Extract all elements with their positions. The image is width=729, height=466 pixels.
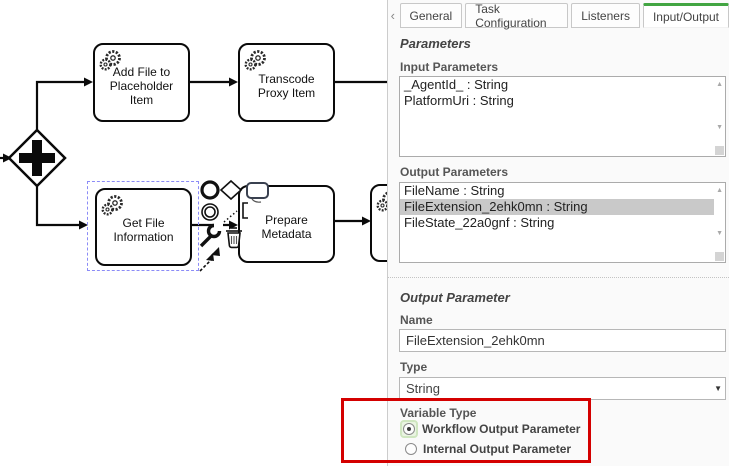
scroll-down-icon[interactable]: ▼ [716,230,723,237]
variable-type-label: Variable Type [400,406,477,420]
scroll-down-icon[interactable]: ▼ [716,124,723,131]
plus-icon [32,140,42,176]
parallel-gateway[interactable] [7,128,67,188]
radio-label: Internal Output Parameter [423,442,572,456]
tab-listeners[interactable]: Listeners [571,3,640,28]
flow-gateway-to-getfile[interactable] [35,186,88,230]
scrollbar-thumb[interactable] [715,252,724,261]
scrollbar-thumb[interactable] [715,146,724,155]
connect-tool-icon[interactable] [199,247,220,272]
list-item[interactable]: _AgentId_ : String [404,77,509,92]
task-add-file-to-placeholder-item[interactable]: Add File to Placeholder Item [93,43,190,122]
name-input[interactable] [399,329,726,352]
workflow-output-radio[interactable] [403,423,415,435]
task-label: Prepare Metadata [261,213,312,241]
diagram-canvas [0,77,388,230]
list-item[interactable]: PlatformUri : String [404,93,514,108]
properties-panel: ‹ General Task Configuration Listeners I… [387,0,729,466]
tab-input-output[interactable]: Input/Output [642,3,729,28]
tab-scroll-left-icon[interactable]: ‹ [390,8,395,23]
append-text-annotation-icon[interactable] [223,202,248,223]
task-transcode-proxy-item[interactable]: Transcode Proxy Item [238,43,335,122]
task-label: Add File to Placeholder Item [109,64,174,107]
append-gateway-icon[interactable] [219,179,243,201]
output-parameters-listbox[interactable]: FileName : String FileExtension_2ehk0mn … [399,182,726,263]
output-parameters-label: Output Parameters [400,165,509,179]
radio-row-workflow-output: Workflow Output Parameter [400,420,581,438]
flow-addfile-to-transcode[interactable] [190,77,238,87]
wrench-change-type-icon[interactable] [199,222,223,248]
radio-row-internal-output: Internal Output Parameter [402,441,571,457]
name-label: Name [400,313,433,327]
parameters-heading: Parameters [400,36,471,51]
append-intermediate-event-icon[interactable] [201,203,219,221]
flow-prepare-to-next[interactable] [335,216,371,226]
service-task-gear-icon [99,50,121,71]
service-task-gear-icon [244,50,266,71]
trash-delete-icon[interactable] [226,227,242,249]
properties-tab-bar: ‹ General Task Configuration Listeners I… [389,2,729,30]
dropdown-arrow-icon: ▼ [714,384,722,393]
input-parameters-label: Input Parameters [400,60,499,74]
output-parameter-heading: Output Parameter [400,290,510,305]
context-pad [199,179,269,272]
task-label: Transcode Proxy Item [257,71,316,100]
list-item[interactable]: FileState_22a0gnf : String [404,215,555,230]
selection-outline [87,181,199,271]
type-select-value: String [406,381,440,396]
tab-task-configuration[interactable]: Task Configuration [465,2,569,30]
append-task-icon[interactable] [246,182,269,203]
type-label: Type [400,360,428,374]
task-label: Get File Information [113,216,174,244]
service-task-gear-icon [101,195,123,216]
section-divider [388,277,729,278]
internal-output-radio[interactable] [405,443,417,455]
list-item[interactable]: FileName : String [404,183,505,198]
input-parameters-listbox[interactable]: _AgentId_ : String PlatformUri : String … [399,76,726,157]
type-select[interactable]: String ▼ [399,377,726,400]
tab-general[interactable]: General [399,3,463,28]
scroll-up-icon[interactable]: ▲ [716,187,723,194]
scroll-up-icon[interactable]: ▲ [716,81,723,88]
append-end-event-icon[interactable] [200,180,220,200]
list-item-selected[interactable]: FileExtension_2ehk0mn : String [400,199,714,215]
flow-gateway-to-addfile[interactable] [35,77,93,132]
radio-label: Workflow Output Parameter [422,422,581,436]
task-get-file-information[interactable]: Get File Information [95,188,192,266]
radio-focus-ring [400,420,418,438]
